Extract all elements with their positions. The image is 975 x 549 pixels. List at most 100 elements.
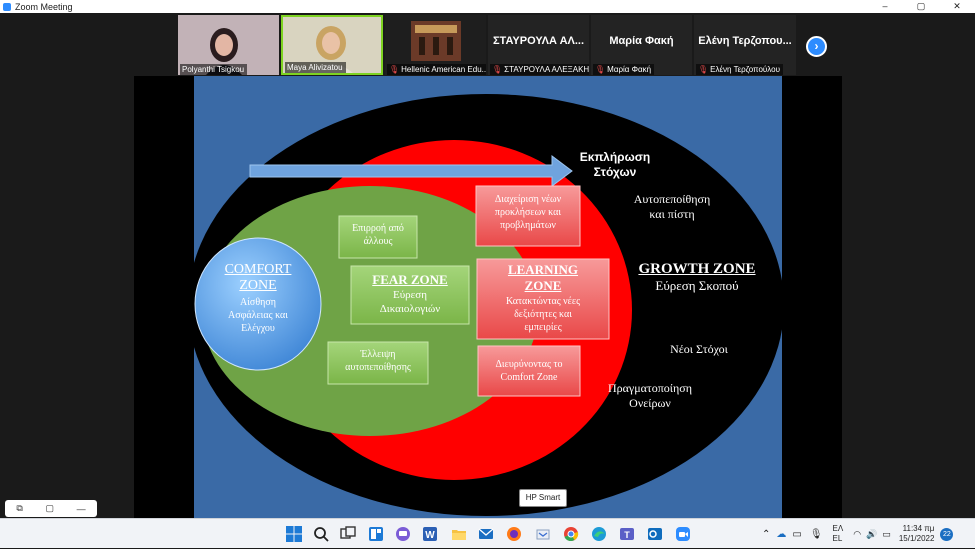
fear-zone-title: FEAR ZONE <box>372 272 448 287</box>
participant-name: 🎙Μαρία Φακή <box>593 64 655 75</box>
muted-mic-icon: 🎙 <box>698 65 709 74</box>
restore-button[interactable]: ▢ <box>45 503 54 513</box>
system-tray: ⌃ ☁ ▭ 🎙 ΕΛ EL ◠ 🔊 ▭ 11:34 πμ 15/1/2022 2… <box>762 519 954 549</box>
learning-zone-label: LEARNING ZONE Κατακτώντας νέες δεξιότητε… <box>477 262 609 334</box>
outlook-icon[interactable] <box>646 525 664 543</box>
participant-tile[interactable]: Ελένη Τερζοπου... 🎙Ελένη Τερζοπούλου <box>694 15 796 75</box>
dropbox-icon[interactable] <box>534 525 552 543</box>
arrow-label-line: Εκπλήρωση <box>579 150 651 164</box>
close-button[interactable]: ✕ <box>953 1 961 11</box>
growth-text-line: Αυτοπεποίθηση <box>633 192 711 206</box>
word-icon[interactable]: W <box>421 525 439 543</box>
volume-icon[interactable]: 🔊 <box>866 528 878 539</box>
teams-chat-icon[interactable] <box>394 525 412 543</box>
fear-zone-box <box>350 265 470 325</box>
box-text-line: άλλους <box>363 236 393 247</box>
next-page-button[interactable]: › <box>806 36 827 57</box>
fear-zone-text: Δικαιολογιών <box>379 303 441 315</box>
growth-text-dreams: Πραγματοποίηση Ονείρων <box>590 381 710 411</box>
muted-mic-icon: 🎙 <box>492 65 503 74</box>
zoom-logo-icon <box>3 2 11 11</box>
clock[interactable]: 11:34 πμ 15/1/2022 <box>899 524 935 544</box>
participant-tile[interactable]: Μαρία Φακή 🎙Μαρία Φακή <box>591 15 692 75</box>
participant-display-name: Μαρία Φακή <box>609 35 674 47</box>
hp-smart-tooltip: HP Smart <box>519 489 567 507</box>
growth-text-line: και πίστη <box>649 207 695 221</box>
growth-zone-text: Εύρεση Σκοπού <box>655 278 739 293</box>
input-language[interactable]: ΕΛ EL <box>833 524 844 544</box>
box-text-line: Επιρροή από <box>352 223 404 234</box>
participant-name: Maya Alivizatou <box>285 62 346 73</box>
shared-slide: Εκπλήρωση Στόχων COMFORT ZONE Αίσθηση Ασ… <box>194 76 782 518</box>
learning-box-challenges-text: Διαχείριση νέων προκλήσεων και προβλημάτ… <box>476 193 580 232</box>
comfort-zone-shape <box>194 237 322 371</box>
learning-zone-text: Κατακτώντας νέες <box>505 296 581 307</box>
task-view-icon[interactable] <box>339 525 357 543</box>
participant-tile[interactable]: ΣΤΑΥΡΟΥΛΑ ΑΛ... 🎙ΣΤΑΥΡΟΥΛΑ ΑΛΕΞΑΚΗ <box>488 15 589 75</box>
minimize-mini-button[interactable]: — <box>76 503 86 514</box>
comfort-zone-text: Ασφάλειας και <box>228 310 288 321</box>
chrome-icon[interactable] <box>562 525 580 543</box>
goal-arrow-label: Εκπλήρωση Στόχων <box>570 150 660 180</box>
comfort-zone-text: Αίσθηση <box>240 297 276 308</box>
svg-text:T: T <box>624 530 630 540</box>
box-text-line: Comfort Zone <box>500 372 558 383</box>
learning-zone-box <box>476 258 610 340</box>
fear-zone-text: Εύρεση <box>393 289 427 301</box>
arrow-label-line: Στόχων <box>593 165 637 179</box>
learning-zone-title: ZONE <box>524 278 562 293</box>
title-bar: Zoom Meeting – ▢ ✕ <box>0 0 975 13</box>
learning-box-challenges <box>475 185 581 247</box>
search-icon[interactable] <box>312 525 330 543</box>
learning-zone-title: LEARNING <box>507 262 579 277</box>
edge-icon[interactable] <box>590 525 608 543</box>
fear-box-confidence <box>327 341 429 385</box>
widgets-icon[interactable] <box>367 525 385 543</box>
participant-tile-active-speaker[interactable]: Maya Alivizatou <box>281 15 383 75</box>
onedrive-cloud-icon[interactable]: ☁ <box>776 528 787 540</box>
keyboard-layout: EL <box>832 534 843 543</box>
muted-mic-icon: 🎙 <box>389 65 400 74</box>
switch-view-button[interactable]: ⧉ <box>16 503 23 513</box>
file-explorer-icon[interactable] <box>450 525 468 543</box>
participant-name: 🎙ΣΤΑΥΡΟΥΛΑ ΑΛΕΞΑΚΗ <box>490 64 589 75</box>
teams-icon[interactable]: T <box>618 525 636 543</box>
firefox-icon[interactable] <box>505 525 523 543</box>
start-windows-icon[interactable] <box>285 525 303 543</box>
growth-text-confidence: Αυτοπεποίθηση και πίστη <box>602 192 742 222</box>
participant-strip: Polyanthi Tsigkou Maya Alivizatou 🎙Helle… <box>0 15 975 75</box>
fear-box-confidence-text: Έλλειψη αυτοπεποίθησης <box>328 348 428 374</box>
comfort-zone-title: ZONE <box>239 278 277 293</box>
participant-name-text: Hellenic American Edu... <box>401 65 486 74</box>
chevron-up-icon[interactable]: ⌃ <box>762 528 771 540</box>
clock-date: 15/1/2022 <box>898 534 935 543</box>
participant-tile[interactable]: Polyanthi Tsigkou <box>178 15 279 75</box>
microphone-icon[interactable]: 🎙 <box>809 528 823 540</box>
participant-name: Polyanthi Tsigkou <box>180 64 248 75</box>
display-icon[interactable]: ▭ <box>792 528 802 540</box>
windows-taskbar: W T ⌃ ☁ ▭ 🎙 <box>0 518 975 548</box>
wifi-icon[interactable]: ◠ <box>853 528 862 539</box>
participant-tile[interactable]: 🎙Hellenic American Edu... <box>385 15 486 75</box>
box-text-line: αυτοπεποίθησης <box>345 362 411 373</box>
mail-icon[interactable] <box>477 525 495 543</box>
learning-zone-text: εμπειρίες <box>524 322 562 333</box>
notification-badge[interactable]: 22 <box>940 527 954 541</box>
box-text-line: Διαχείριση νέων <box>494 194 562 205</box>
fear-zone-label: FEAR ZONE Εύρεση Δικαιολογιών <box>351 272 469 316</box>
participant-display-name: Ελένη Τερζοπου... <box>698 35 792 47</box>
zoom-taskbar-icon[interactable] <box>674 525 692 543</box>
clock-time: 11:34 πμ <box>902 524 935 533</box>
box-text-line: προβλημάτων <box>500 220 556 231</box>
learning-box-expand <box>477 345 581 397</box>
maximize-button[interactable]: ▢ <box>916 1 926 11</box>
goal-arrow <box>249 155 573 187</box>
growth-zone-title: GROWTH ZONE <box>638 261 756 277</box>
minimize-button[interactable]: – <box>882 1 888 11</box>
growth-zone-label: GROWTH ZONE Εύρεση Σκοπού <box>622 260 772 294</box>
battery-icon[interactable]: ▭ <box>882 528 891 539</box>
fear-box-influence-text: Επιρροή από άλλους <box>339 222 417 248</box>
participant-name: 🎙Ελένη Τερζοπούλου <box>696 64 783 75</box>
box-text-line: Διευρύνοντας το <box>495 359 563 370</box>
